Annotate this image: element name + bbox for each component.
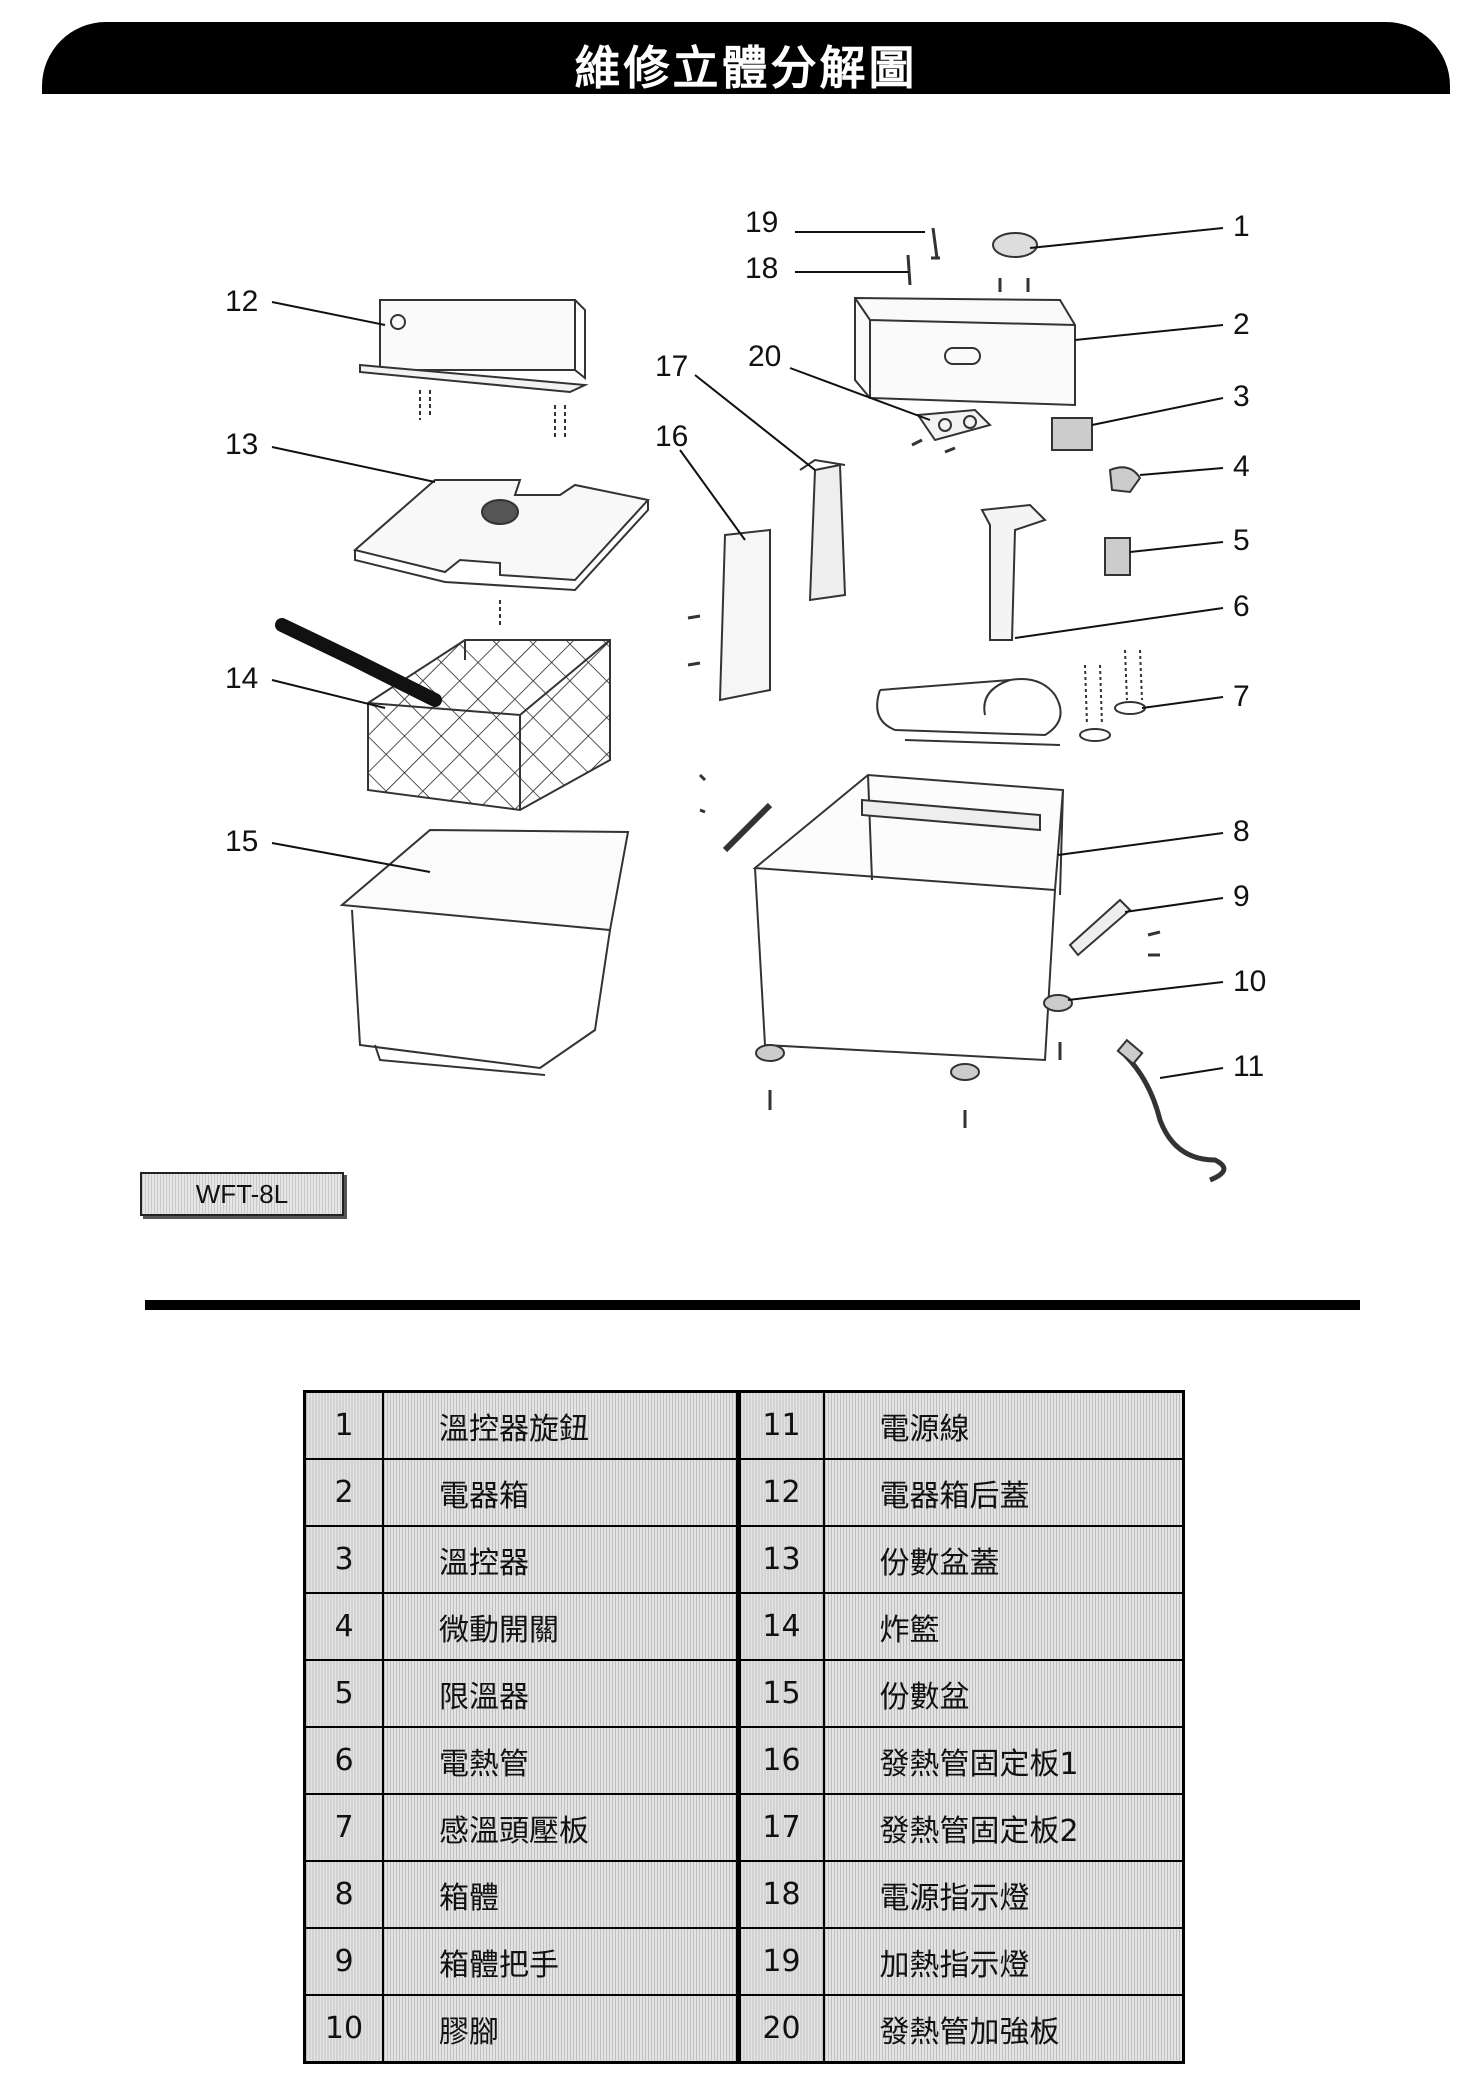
part-14-fry-basket: [275, 618, 611, 812]
part-number: 17: [735, 1793, 825, 1862]
part-number: 18: [735, 1860, 825, 1929]
section-divider: [145, 1300, 1360, 1310]
callout-3: 3: [1233, 380, 1250, 413]
part-name: 膠腳: [382, 1994, 739, 2064]
part-name: 溫控器: [382, 1525, 739, 1594]
part-name: 加熱指示燈: [822, 1927, 1185, 1996]
part-6-heating-element: [876, 503, 1062, 746]
part-9-handle: [1068, 898, 1132, 957]
part-number: 14: [735, 1592, 825, 1661]
model-label: WFT-8L: [140, 1172, 344, 1216]
part-16-17-20-brackets: [718, 408, 992, 702]
part-name: 箱體: [382, 1860, 739, 1929]
screws: [687, 278, 1161, 957]
part-number: 2: [303, 1458, 384, 1527]
callout-5: 5: [1233, 524, 1250, 557]
part-name: 電熱管: [382, 1726, 739, 1795]
part-number: 8: [303, 1860, 384, 1929]
part-name: 發熱管加強板: [822, 1994, 1185, 2064]
part-name: 溫控器旋鈕: [382, 1390, 739, 1460]
callout-11: 11: [1233, 1050, 1265, 1083]
part-7-sensor-plate: [1079, 649, 1146, 742]
part-15-food-pan: [339, 828, 630, 1076]
callout-18: 18: [745, 252, 779, 285]
part-name: 電器箱后蓋: [822, 1458, 1185, 1527]
part-number: 1: [303, 1390, 384, 1460]
page-header: 維修立體分解圖: [42, 22, 1450, 95]
part-name: 份數盆: [822, 1659, 1185, 1728]
callout-19: 19: [745, 206, 779, 239]
part-name: 炸籃: [822, 1592, 1185, 1661]
callout-17: 17: [655, 350, 689, 383]
part-name: 份數盆蓋: [822, 1525, 1185, 1594]
callout-12: 12: [225, 285, 259, 318]
part-11-power-cord: [1116, 1038, 1227, 1183]
callout-16: 16: [655, 420, 689, 453]
part-12-rear-cover: [359, 299, 589, 440]
callout-14: 14: [225, 662, 259, 695]
part-name: 電源線: [822, 1390, 1185, 1460]
part-number: 5: [303, 1659, 384, 1728]
part-number: 9: [303, 1927, 384, 1996]
callout-9: 9: [1233, 880, 1250, 913]
callout-2: 2: [1233, 308, 1250, 341]
part-name: 發熱管固定板1: [822, 1726, 1185, 1795]
callout-15: 15: [225, 825, 259, 858]
part-name: 箱體把手: [382, 1927, 739, 1996]
callout-8: 8: [1233, 815, 1250, 848]
part-name: 電器箱: [382, 1458, 739, 1527]
callout-1: 1: [1233, 210, 1250, 243]
part-13-pan-lid: [352, 479, 650, 625]
part-name: 電源指示燈: [822, 1860, 1185, 1929]
callout-7: 7: [1233, 680, 1250, 713]
part-number: 20: [735, 1994, 825, 2064]
callout-20: 20: [748, 340, 782, 373]
part-control-box: [854, 227, 1142, 576]
part-number: 13: [735, 1525, 825, 1594]
callout-13: 13: [225, 428, 259, 461]
part-name: 發熱管固定板2: [822, 1793, 1185, 1862]
part-name: 微動開關: [382, 1592, 739, 1661]
part-name: 限溫器: [382, 1659, 739, 1728]
leader-lines: [271, 227, 1224, 1079]
callout-4: 4: [1233, 450, 1250, 483]
part-number: 3: [303, 1525, 384, 1594]
part-number: 12: [735, 1458, 825, 1527]
part-number: 10: [303, 1994, 384, 2064]
part-10-feet: [755, 994, 1073, 1128]
part-name: 感溫頭壓板: [382, 1793, 739, 1862]
part-number: 16: [735, 1726, 825, 1795]
callout-6: 6: [1233, 590, 1250, 623]
page-title: 維修立體分解圖: [574, 41, 918, 95]
part-number: 15: [735, 1659, 825, 1728]
callout-10: 10: [1233, 965, 1267, 998]
part-number: 7: [303, 1793, 384, 1862]
part-number: 19: [735, 1927, 825, 1996]
exploded-view-diagram: [271, 227, 1227, 1183]
part-number: 4: [303, 1592, 384, 1661]
part-number: 6: [303, 1726, 384, 1795]
part-number: 11: [735, 1390, 825, 1460]
part-8-cabinet-body: [722, 773, 1065, 1062]
